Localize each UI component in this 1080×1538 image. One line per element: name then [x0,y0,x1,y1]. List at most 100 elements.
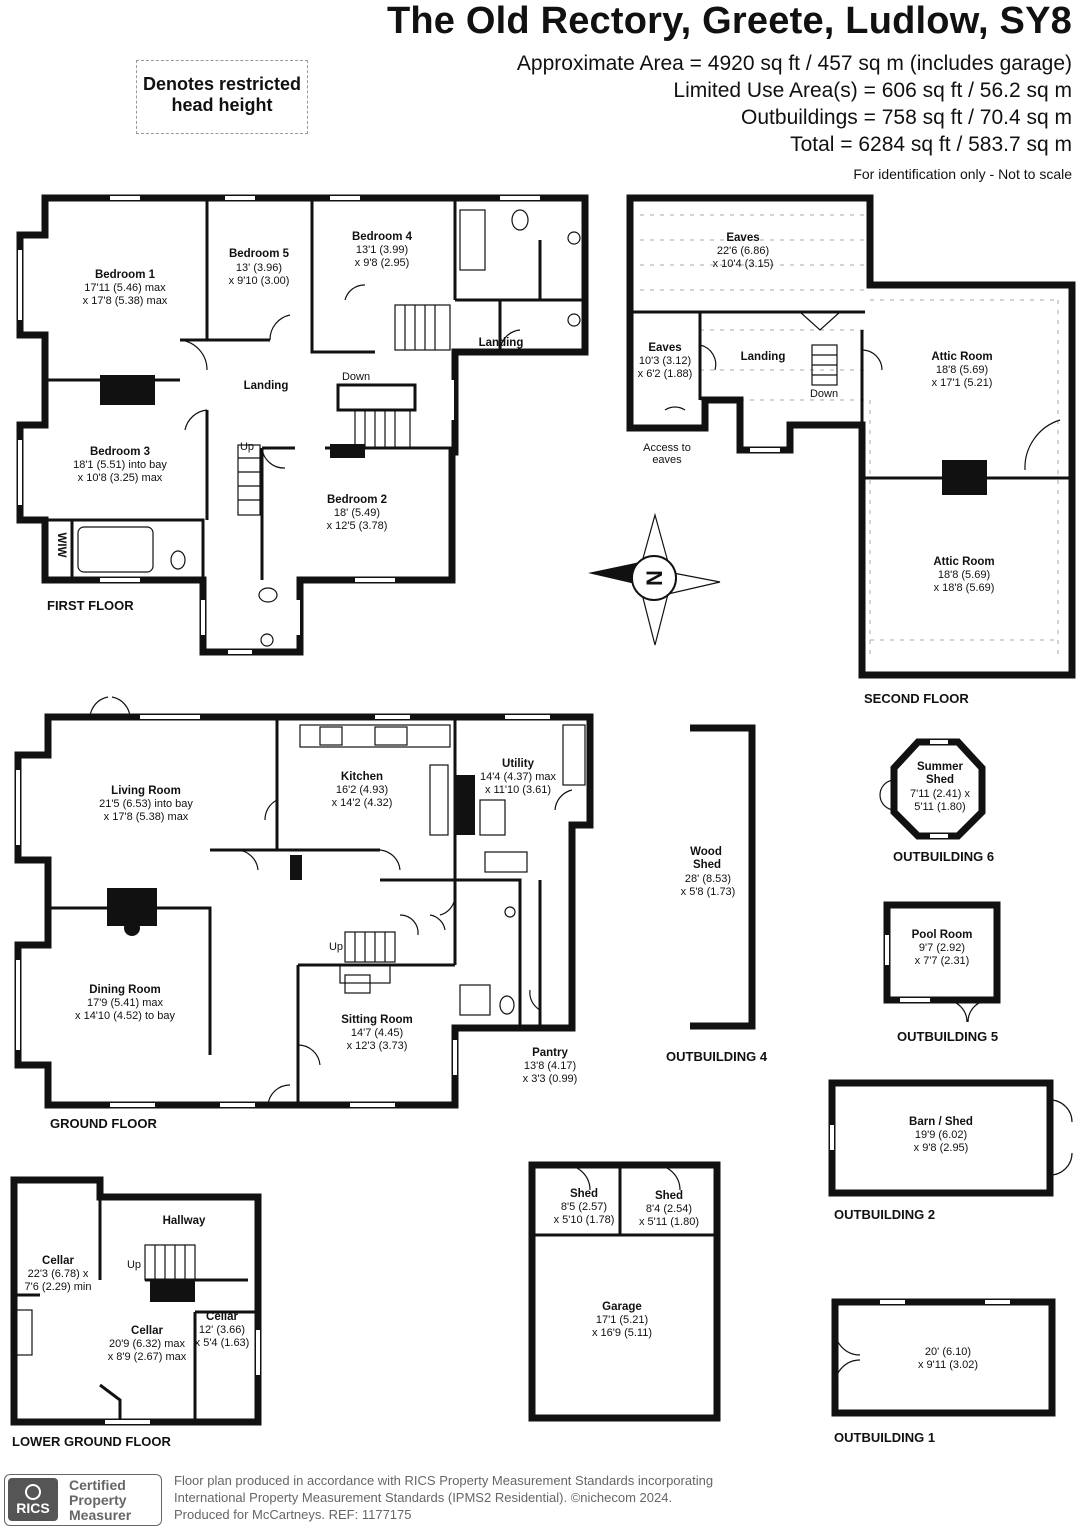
total-area: Total = 6284 sq ft / 583.7 sq m [790,133,1072,156]
room-dims: 20'9 (6.32) max [109,1338,186,1350]
approximate-area: Approximate Area = 4920 sq ft / 457 sq m… [516,52,1072,75]
room-dims: x 18'8 (5.69) [934,582,995,594]
room-dims: x 11'10 (3.61) [485,784,551,796]
room-dims: x 3'3 (0.99) [523,1073,578,1085]
floor-label-ground: GROUND FLOOR [50,1116,157,1131]
room-dims: x 9'10 (3.00) [229,275,290,287]
room-name: Access to [643,442,691,454]
room-dims: x 17'8 (5.38) max [104,811,189,823]
room-dims: x 9'8 (2.95) [914,1142,969,1154]
badge-line: Certified [69,1477,126,1493]
room-dims: 13' (3.96) [236,262,282,274]
room-dims: x 5'4 (1.63) [195,1337,250,1349]
room-dims: 22'6 (6.86) [717,245,769,257]
room-name: eaves [652,454,682,466]
rics-certified-badge: RICS Certified Property Measurer [4,1474,162,1526]
room-dims: 18'8 (5.69) [938,569,990,581]
floor-label-out5: OUTBUILDING 5 [897,1029,998,1044]
room-name: Pool Room [912,929,973,941]
room-dims: 18'1 (5.51) into bay [73,459,167,471]
room-name: Summer [917,761,964,773]
legend-line: head height [171,95,273,115]
ground-floor-plan [14,696,594,1109]
room-name: Attic Room [931,351,992,363]
room-name: Utility [502,758,535,770]
room-dims: x 10'4 (3.15) [713,258,774,270]
room-name: Dining Room [89,984,161,996]
room-dims: 14'4 (4.37) max [480,771,557,783]
floor-label-out1: OUTBUILDING 1 [834,1430,935,1445]
floor-label-out4: OUTBUILDING 4 [666,1049,768,1064]
room-name: Garage [602,1301,642,1313]
room-name: Eaves [648,342,681,354]
room-name: Sitting Room [341,1014,413,1026]
room-dims: 8'5 (2.57) [561,1201,607,1213]
stair-label: Down [342,371,370,383]
room-name: Bedroom 1 [95,269,156,281]
room-labels: Bedroom 1 17'11 (5.46) max x 17'8 (5.38)… [12,231,998,1449]
room-name: Landing [741,351,786,363]
room-name: Eaves [726,232,759,244]
room-name: Hallway [163,1215,206,1227]
room-name: Bedroom 3 [90,446,150,458]
room-name: Shed [655,1190,683,1202]
second-floor-plan [500,194,1076,679]
room-name: Landing [479,337,524,349]
room-name: Cellar [131,1325,163,1337]
room-dims: 13'1 (3.99) [356,244,408,256]
room-dims: 5'11 (1.80) [914,801,965,813]
floor-label-out2: OUTBUILDING 2 [834,1207,935,1222]
first-floor-plan [16,194,589,656]
room-dims: 17'1 (5.21) [596,1314,648,1326]
room-dims: 18' (5.49) [334,507,380,519]
room-dims: x 14'10 (4.52) to bay [75,1010,175,1022]
stair-label: Up [329,941,343,953]
room-dims: 17'9 (5.41) max [87,997,164,1009]
room-dims: 28' (8.53) [685,873,731,885]
plan-title: The Old Rectory, Greete, Ludlow, SY8 [386,0,1072,42]
room-dims: 9'7 (2.92) [919,942,965,954]
outbuildings-area: Outbuildings = 758 sq ft / 70.4 sq m [741,106,1072,129]
room-name: WIW [55,533,67,558]
room-name: Barn / Shed [909,1116,973,1128]
room-name: Attic Room [933,556,994,568]
room-dims: x 16'9 (5.11) [592,1327,652,1339]
badge-line: Property [69,1492,127,1508]
stair-label: Down [810,388,838,400]
floor-label-first: FIRST FLOOR [47,598,134,613]
room-dims: 7'11 (2.41) x [910,788,970,800]
room-dims: x 6'2 (1.88) [638,368,693,380]
room-dims: x 5'8 (1.73) [681,886,736,898]
room-dims: x 8'9 (2.67) max [108,1351,187,1363]
scale-note: For identification only - Not to scale [853,166,1072,182]
room-dims: x 17'1 (5.21) [932,377,993,389]
room-name: Cellar [42,1255,74,1267]
room-dims: x 17'8 (5.38) max [83,295,168,307]
room-name: Shed [926,774,954,786]
room-dims: 19'9 (6.02) [915,1129,967,1141]
footer: RICS Certified Property Measurer Floor p… [0,1468,1080,1528]
compass-north-label: N [642,570,667,586]
footer-text: Produced for McCartneys. REF: 1177175 [174,1507,412,1522]
rics-logo-icon: RICS [8,1478,58,1521]
restricted-hatching [640,214,1060,660]
limited-use-area: Limited Use Area(s) = 606 sq ft / 56.2 s… [673,79,1072,102]
room-name: Wood [690,846,722,858]
room-dims: 22'3 (6.78) x [28,1268,89,1280]
compass-rose: N [588,512,721,646]
room-dims: 17'11 (5.46) max [84,282,166,294]
floor-label-lower: LOWER GROUND FLOOR [12,1434,171,1449]
room-dims: x 5'11 (1.80) [639,1216,699,1228]
room-dims: x 12'3 (3.73) [347,1040,408,1052]
room-name: Living Room [111,785,181,797]
room-dims: 12' (3.66) [199,1324,245,1336]
room-dims: 13'8 (4.17) [524,1060,576,1072]
room-dims: x 9'11 (3.02) [918,1359,978,1371]
room-name: Shed [693,859,721,871]
room-name: Landing [244,380,289,392]
floor-label-out6: OUTBUILDING 6 [893,849,994,864]
room-dims: 10'3 (3.12) [639,355,691,367]
floor-label-second: SECOND FLOOR [864,691,969,706]
room-dims: 14'7 (4.45) [351,1027,403,1039]
